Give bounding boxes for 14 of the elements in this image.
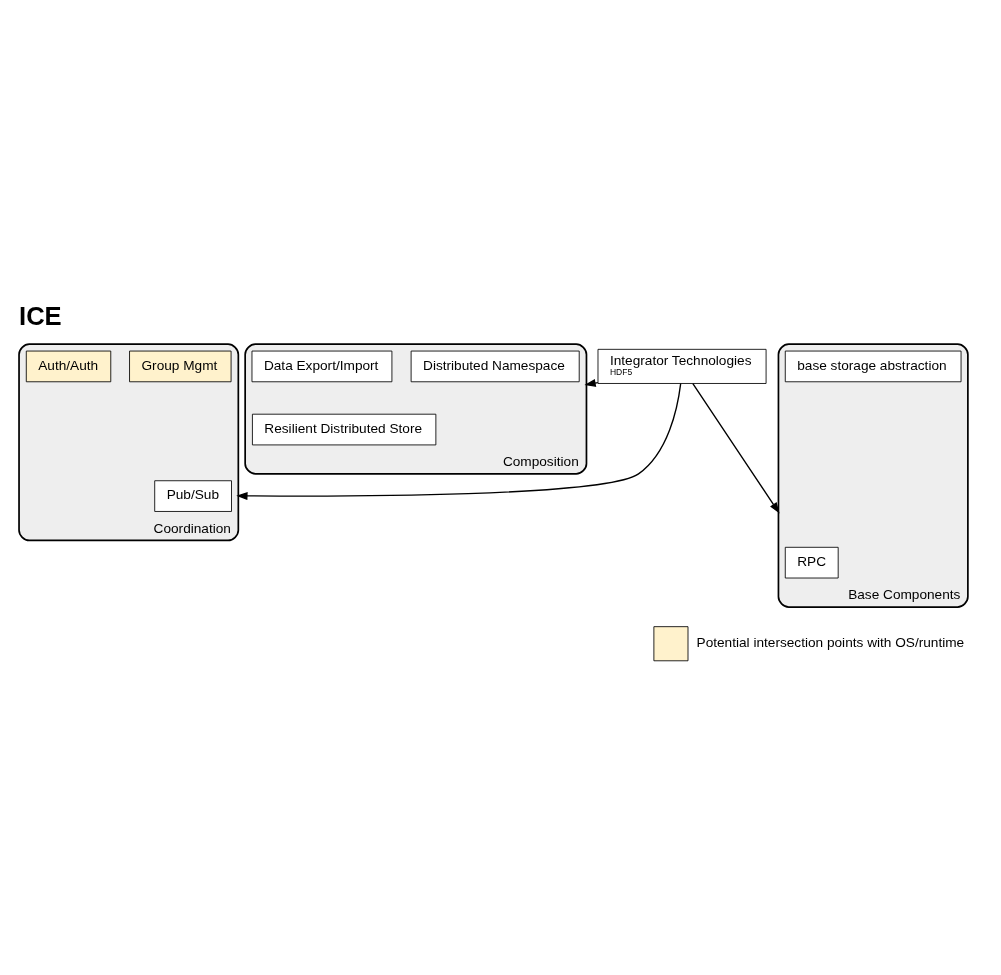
legend-label: Potential intersection points with OS/runtime bbox=[696, 634, 965, 650]
node-box: Data Export/Import bbox=[251, 350, 393, 382]
node-box: Auth/Auth bbox=[25, 350, 112, 382]
node-box: base storage abstraction bbox=[784, 350, 962, 382]
arrow bbox=[236, 382, 682, 500]
node-box: Pub/Sub bbox=[154, 479, 232, 512]
arrow bbox=[584, 378, 599, 387]
node-box: Group Mgmt bbox=[129, 350, 232, 382]
diagram-title: ICE bbox=[19, 301, 62, 330]
arrow bbox=[692, 382, 780, 514]
node-box: Distributed Namespace bbox=[410, 350, 580, 382]
node-box: Resilient Distributed Store bbox=[252, 413, 437, 445]
node-box: Integrator Technologies HDF5 bbox=[597, 348, 767, 384]
node-box: RPC bbox=[784, 546, 839, 578]
